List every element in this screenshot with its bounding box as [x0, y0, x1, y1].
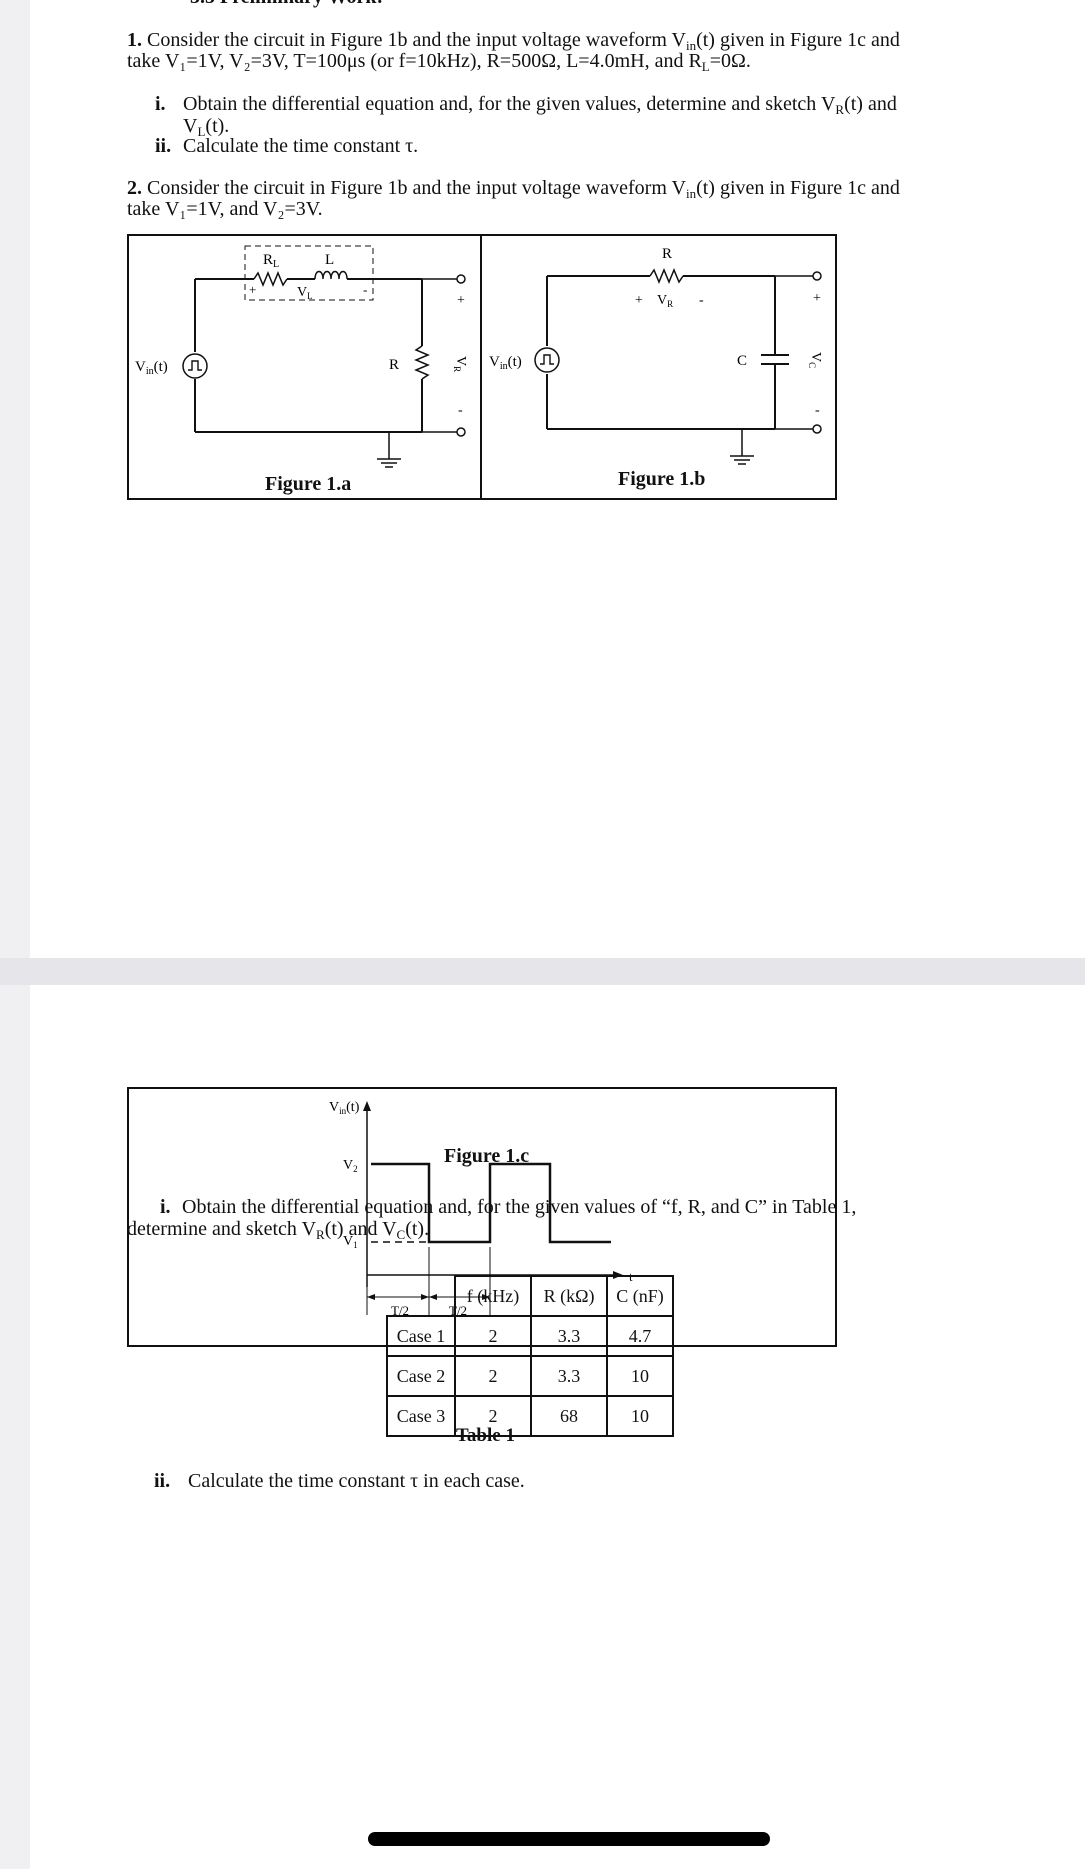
- table-cell: 2: [454, 1395, 532, 1437]
- table-row: Case 2 2 3.3 10: [386, 1355, 674, 1397]
- label-vc-plus: +: [813, 291, 821, 306]
- square-wave: [371, 1162, 611, 1244]
- table-header: R (kΩ): [530, 1275, 608, 1317]
- q1-line-1: 1. Consider the circuit in Figure 1b and…: [127, 29, 900, 53]
- label-vl-minus: -: [363, 282, 367, 297]
- table-cell: 2: [454, 1355, 532, 1397]
- label-vr-minus: -: [458, 403, 463, 418]
- q1-part-ii: ii.: [155, 135, 172, 157]
- section-heading-cut: 3.3 Preliminary Work:: [190, 0, 383, 9]
- q2-part-i: i.: [160, 1196, 171, 1218]
- figure-1c-caption: Figure 1.c: [444, 1145, 530, 1167]
- figure-1b-caption: Figure 1.b: [618, 468, 706, 490]
- label-rl: RL: [263, 252, 279, 270]
- table-case-label: Case 3: [386, 1395, 456, 1437]
- table-header: C (nF): [606, 1275, 674, 1317]
- svg-text:VC: VC: [807, 352, 823, 368]
- q2-line-1: 2. Consider the circuit in Figure 1b and…: [127, 177, 900, 201]
- label-vr-b: VR: [657, 293, 673, 309]
- q1-part-i-text-2: VL(t).: [183, 115, 230, 139]
- resistor-r-b-icon: [649, 268, 684, 284]
- v2-label: V2: [343, 1158, 358, 1174]
- table-cell: 68: [530, 1395, 608, 1437]
- table-row: Case 3 2 68 10: [386, 1395, 674, 1437]
- v1-label: V1: [343, 1234, 358, 1250]
- table-case-label: Case 2: [386, 1355, 456, 1397]
- document-page-2: Vin(t) V2 V1 t T/2 T/2 Figure 1.c i. Obt…: [30, 985, 1085, 1869]
- label-vin-b: Vin(t): [489, 354, 522, 372]
- q2-part-ii-text: Calculate the time constant τ in each ca…: [188, 1470, 525, 1492]
- table-cell: 10: [606, 1395, 674, 1437]
- parameter-table: f (kHz) R (kΩ) C (nF) Case 1 2 3.3 4.7 C…: [386, 1275, 674, 1437]
- source-icon: [182, 353, 208, 379]
- label-r-b: R: [662, 246, 672, 262]
- q1-line-2: take V₁=1V, V₂=3V, T=100μs (or f=10kHz),…: [127, 50, 751, 74]
- label-vc: VC: [807, 352, 823, 368]
- table-header: f (kHz): [454, 1275, 532, 1317]
- resistor-rl-icon: [253, 271, 288, 287]
- table-cell: 3.3: [530, 1355, 608, 1397]
- q2-part-ii: ii.: [154, 1470, 171, 1492]
- q1-part-i: i.: [155, 93, 166, 115]
- label-vr-plus: +: [457, 293, 465, 308]
- label-r-a: R: [389, 357, 399, 373]
- document-page-1: 3.3 Preliminary Work: 1. Consider the ci…: [30, 0, 1085, 958]
- y-axis-label: Vin(t): [329, 1100, 360, 1116]
- q2-line-2: take V₁=1V, and V₂=3V.: [127, 198, 323, 220]
- label-c: C: [737, 353, 747, 369]
- label-vl-plus: +: [249, 282, 256, 297]
- label-vr-a: VR: [452, 356, 468, 372]
- svg-text:VR: VR: [452, 356, 468, 372]
- left-gutter: [0, 0, 30, 1869]
- q2-part-i-text-2: determine and sketch VR(t) and VC(t).: [127, 1218, 430, 1242]
- label-vr-b-plus: +: [635, 293, 643, 308]
- half-period-label-1: T/2: [391, 1303, 409, 1318]
- q2-part-i-text: Obtain the differential equation and, fo…: [182, 1196, 857, 1218]
- page-separator: [0, 958, 1085, 985]
- table-cell: 4.7: [606, 1315, 674, 1357]
- circuit-figures: RL L VL + - Vin(t) R + - VR R +: [135, 234, 823, 500]
- label-l: L: [325, 252, 334, 268]
- label-vin-a: Vin(t): [135, 359, 168, 377]
- table-header-row: f (kHz) R (kΩ) C (nF): [387, 1275, 674, 1317]
- table-cell: 2: [454, 1315, 532, 1357]
- source-icon-b: [534, 347, 560, 373]
- inductor-icon: [314, 270, 348, 280]
- figure-1a-caption: Figure 1.a: [265, 473, 352, 495]
- q1-part-i-text: Obtain the differential equation and, fo…: [183, 93, 897, 117]
- resistor-r-icon: [414, 345, 430, 380]
- home-indicator[interactable]: [368, 1832, 770, 1846]
- table-cell: 3.3: [530, 1315, 608, 1357]
- table-cell: 10: [606, 1355, 674, 1397]
- label-vr-b-minus: -: [699, 293, 704, 308]
- table-case-label: Case 1: [386, 1315, 456, 1357]
- table-row: Case 1 2 3.3 4.7: [386, 1315, 674, 1357]
- table-caption: Table 1: [456, 1425, 515, 1446]
- q1-part-ii-text: Calculate the time constant τ.: [183, 135, 419, 157]
- label-vc-minus: -: [815, 403, 820, 418]
- label-vl: VL: [297, 285, 313, 301]
